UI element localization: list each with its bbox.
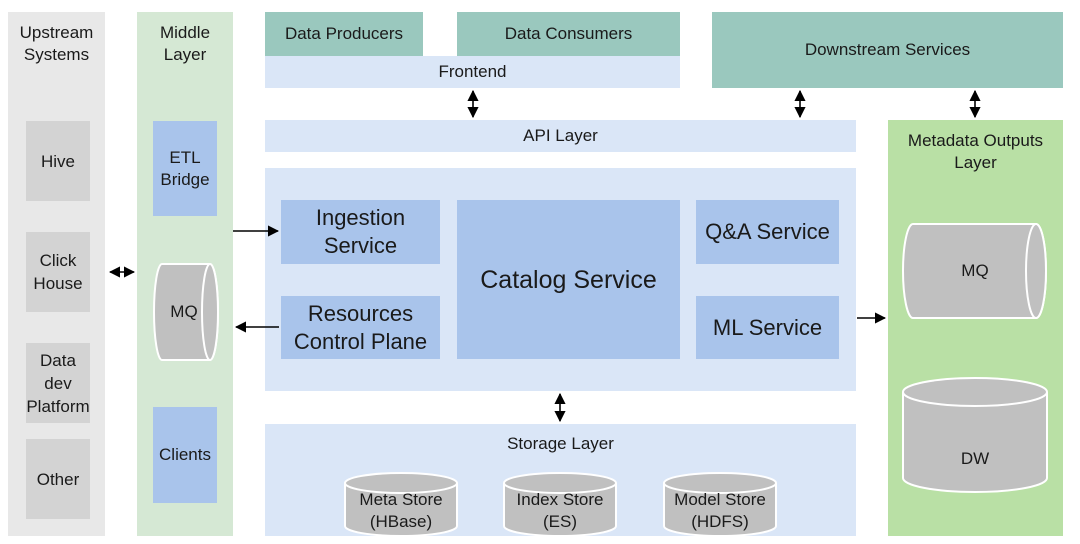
resources-control-plane-box: Resources Control Plane <box>281 296 440 359</box>
meta-store-label: Meta Store (HBase) <box>359 490 443 531</box>
catalog-service-box: Catalog Service <box>457 200 680 359</box>
middle-item-etl-bridge: ETL Bridge <box>153 121 217 216</box>
api-layer-bar: API Layer <box>265 120 856 152</box>
upstream-item-clickhouse: Click House <box>26 232 90 312</box>
model-store-cylinder <box>663 472 777 537</box>
upstream-item-data-dev-platform: Data dev Platform <box>26 343 90 423</box>
qa-service-box: Q&A Service <box>696 200 839 264</box>
downstream-services-box: Downstream Services <box>712 12 1063 88</box>
meta-store-cylinder <box>344 472 458 537</box>
middle-mq-label: MQ <box>170 302 198 321</box>
data-consumers-box: Data Consumers <box>457 12 680 56</box>
data-producers-box: Data Producers <box>265 12 423 56</box>
upstream-item-other: Other <box>26 439 90 519</box>
output-mq-cylinder <box>902 223 1047 319</box>
storage-layer-title: Storage Layer <box>507 434 614 453</box>
ml-service-box: ML Service <box>696 296 839 359</box>
upstream-item-hive: Hive <box>26 121 90 201</box>
frontend-bar: Frontend <box>265 56 680 88</box>
model-store-label: Model Store (HDFS) <box>674 490 766 531</box>
metadata-outputs-title: Metadata Outputs Layer <box>907 131 1044 172</box>
output-mq-label: MQ <box>961 261 989 280</box>
index-store-cylinder <box>503 472 617 537</box>
output-dw-cylinder <box>902 377 1048 493</box>
middle-mq-cylinder <box>153 263 219 361</box>
index-store-label: Index Store (ES) <box>516 490 604 531</box>
middle-item-clients: Clients <box>153 407 217 503</box>
ingestion-service-box: Ingestion Service <box>281 200 440 264</box>
output-dw-label: DW <box>960 449 990 468</box>
upstream-systems-title: Upstream Systems <box>19 23 94 64</box>
middle-layer-title: Middle Layer <box>159 23 211 64</box>
